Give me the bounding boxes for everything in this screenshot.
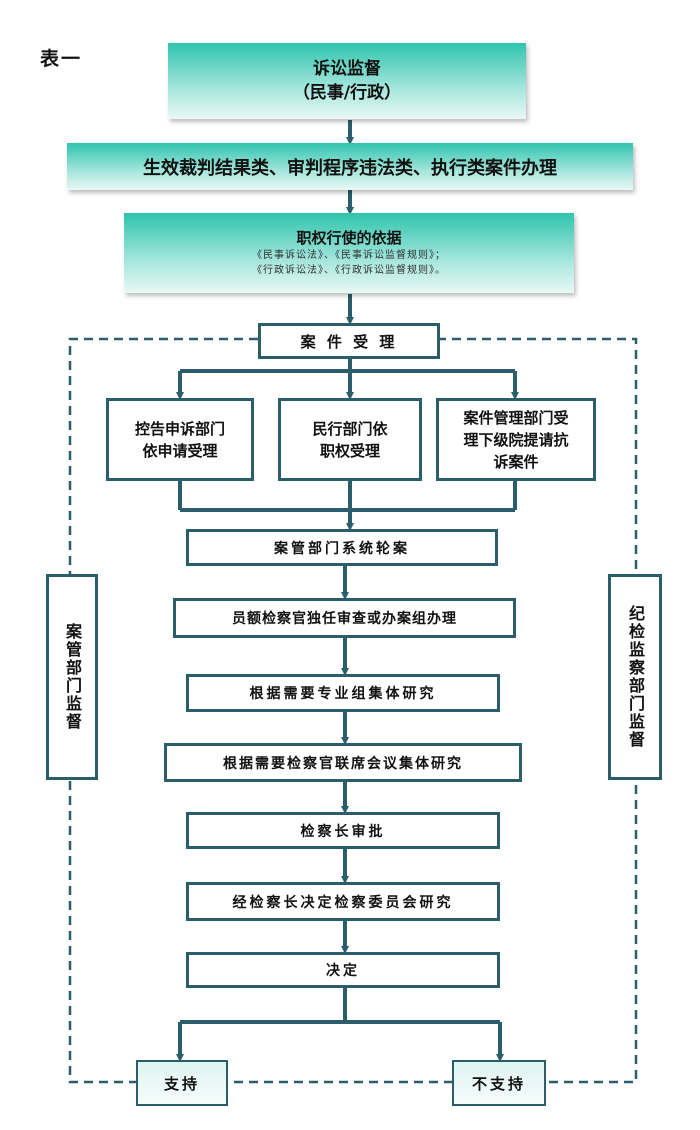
branch-3-line-2: 理下级院提请抗 xyxy=(463,430,569,449)
basis-line-2: 《行政诉讼法》、《行政诉讼监督规则》。 xyxy=(252,265,446,276)
table-label: 表一 xyxy=(40,48,83,70)
step-1-text: 案管部门系统轮案 xyxy=(274,540,410,557)
title-box: 诉讼监督 （民事/行政） xyxy=(168,43,526,119)
side-right-text: 纪检监察部门监督 xyxy=(626,605,645,749)
supervision-dashed-frame xyxy=(68,337,638,1084)
outcome-no-support-text: 不支持 xyxy=(471,1074,526,1093)
step-group-study: 根据需要专业组集体研究 xyxy=(186,674,500,712)
branch-2-line-1: 民行部门依 xyxy=(312,419,388,438)
branch-box-complaint: 控告申诉部门 依申请受理 xyxy=(106,398,254,481)
side-box-discipline-supervision: 纪检监察部门监督 xyxy=(608,574,662,780)
side-box-case-management-supervision: 案管部门监督 xyxy=(46,574,98,780)
basis-line-1: 《民事诉讼法》、《民事诉讼监督规则》； xyxy=(252,250,446,261)
step-4-text: 根据需要检察官联席会议集体研究 xyxy=(223,755,463,772)
outcome-support: 支持 xyxy=(136,1060,228,1106)
basis-title: 职权行使的依据 xyxy=(296,229,402,247)
branch-1-line-2: 依申请受理 xyxy=(142,441,218,460)
step-prosecutor-review: 员额检察官独任审查或办案组办理 xyxy=(173,598,516,638)
step-decision: 决定 xyxy=(186,952,500,988)
branch-3-line-3: 诉案件 xyxy=(493,452,539,471)
branch-2-line-2: 职权受理 xyxy=(319,441,380,460)
title-line-1: 诉讼监督 xyxy=(313,59,381,79)
side-left-text: 案管部门监督 xyxy=(63,623,82,731)
case-types-box: 生效裁判结果类、审判程序违法类、执行类案件办理 xyxy=(67,143,633,190)
step-case-rotation: 案管部门系统轮案 xyxy=(186,529,498,566)
step-6-text: 经检察长决定检察委员会研究 xyxy=(232,894,454,911)
step-2-text: 员额检察官独任审查或办案组办理 xyxy=(232,611,457,627)
step-7-text: 决定 xyxy=(326,963,360,979)
case-types-text: 生效裁判结果类、审判程序违法类、执行类案件办理 xyxy=(143,157,557,179)
branch-box-civil-admin: 民行部门依 职权受理 xyxy=(278,398,422,481)
step-chief-approval: 检察长审批 xyxy=(186,812,500,849)
branch-1-line-1: 控告申诉部门 xyxy=(134,419,225,438)
step-3-text: 根据需要专业组集体研究 xyxy=(249,686,437,702)
title-line-2: （民事/行政） xyxy=(292,83,402,103)
outcome-support-text: 支持 xyxy=(163,1074,200,1093)
step-5-text: 检察长审批 xyxy=(300,823,386,840)
basis-box: 职权行使的依据 《民事诉讼法》、《民事诉讼监督规则》； 《行政诉讼法》、《行政诉… xyxy=(124,213,574,293)
step-joint-meeting: 根据需要检察官联席会议集体研究 xyxy=(164,743,522,782)
acceptance-box: 案 件 受 理 xyxy=(258,323,440,359)
acceptance-text: 案 件 受 理 xyxy=(300,332,398,351)
outcome-no-support: 不支持 xyxy=(452,1060,546,1106)
step-committee-study: 经检察长决定检察委员会研究 xyxy=(186,882,500,921)
branch-3-line-1: 案件管理部门受 xyxy=(463,408,569,427)
branch-box-case-management: 案件管理部门受 理下级院提请抗 诉案件 xyxy=(436,398,596,481)
